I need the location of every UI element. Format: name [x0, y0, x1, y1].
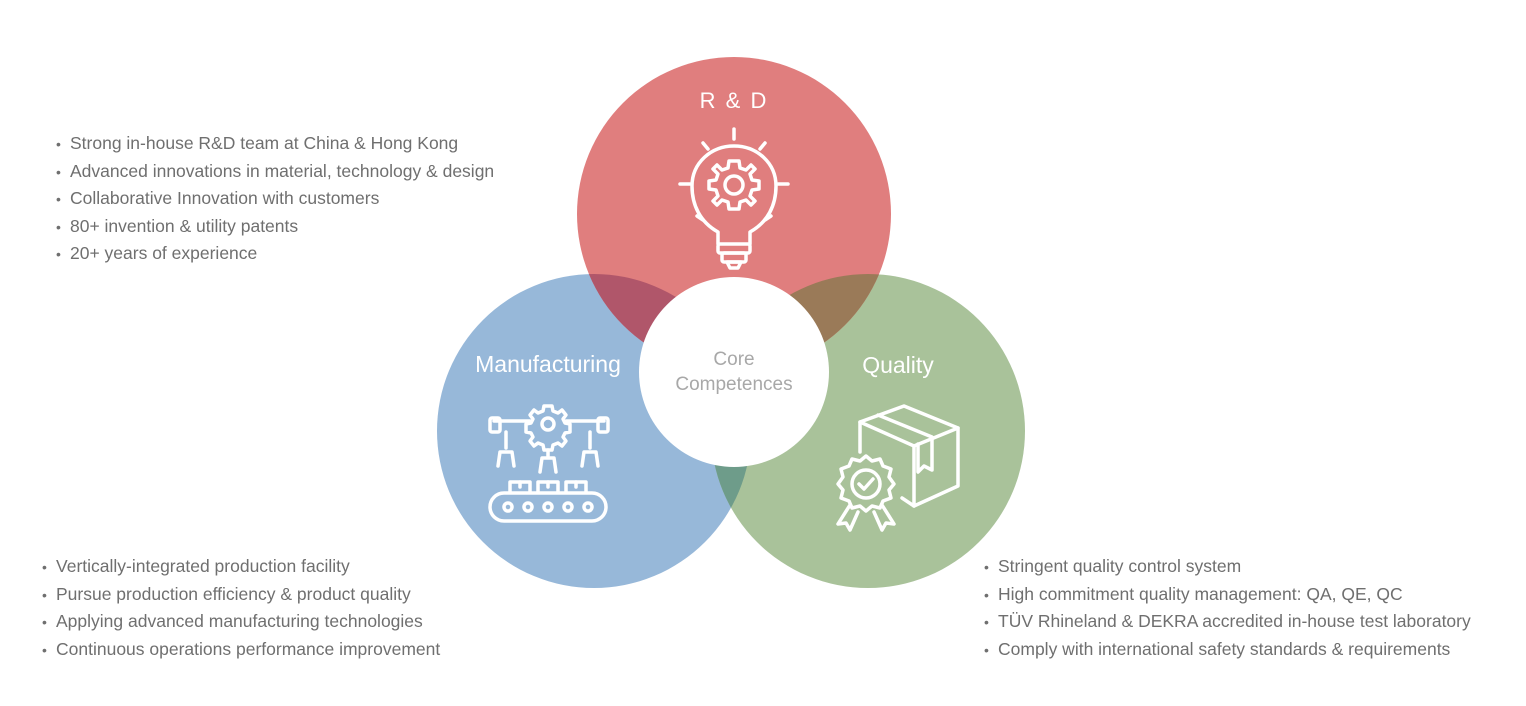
manufacturing-bullet-list: Vertically-integrated production facilit…	[42, 553, 440, 663]
quality-bullet-list: Stringent quality control system High co…	[984, 553, 1471, 663]
rd-bullet-list: Strong in-house R&D team at China & Hong…	[56, 130, 494, 268]
rd-title: R & D	[700, 88, 769, 113]
list-item: High commitment quality management: QA, …	[984, 581, 1471, 609]
list-item: 80+ invention & utility patents	[56, 213, 494, 241]
center-label-line2: Competences	[675, 374, 792, 395]
list-item: Comply with international safety standar…	[984, 636, 1471, 664]
list-item: Vertically-integrated production facilit…	[42, 553, 440, 581]
manufacturing-title: Manufacturing	[475, 351, 621, 377]
list-item: Collaborative Innovation with customers	[56, 185, 494, 213]
quality-title: Quality	[862, 352, 934, 378]
center-label-line1: Core	[713, 349, 754, 370]
list-item: Advanced innovations in material, techno…	[56, 158, 494, 186]
list-item: Continuous operations performance improv…	[42, 636, 440, 664]
quality-badge-box-icon	[836, 404, 960, 532]
assembly-line-icon	[488, 404, 610, 523]
core-competences-circle	[639, 277, 829, 467]
list-item: Strong in-house R&D team at China & Hong…	[56, 130, 494, 158]
list-item: 20+ years of experience	[56, 240, 494, 268]
list-item: Pursue production efficiency & product q…	[42, 581, 440, 609]
list-item: TÜV Rhineland & DEKRA accredited in-hous…	[984, 608, 1471, 636]
lightbulb-gear-icon	[678, 127, 790, 270]
list-item: Applying advanced manufacturing technolo…	[42, 608, 440, 636]
list-item: Stringent quality control system	[984, 553, 1471, 581]
